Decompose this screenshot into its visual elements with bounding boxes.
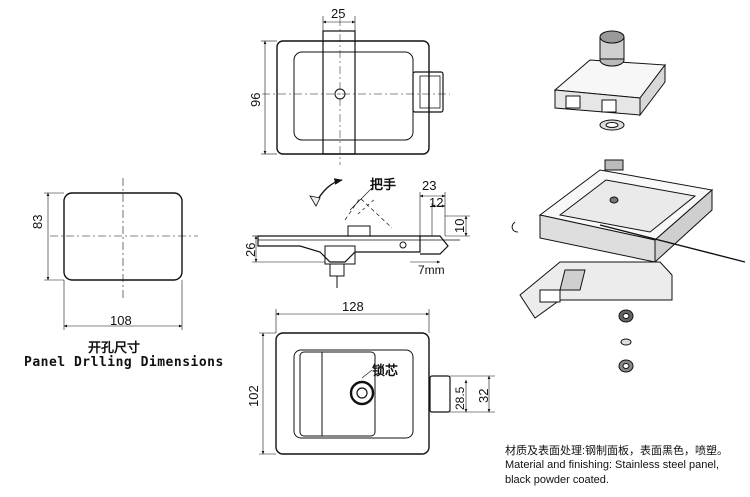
dim-23-label: 23 [422,178,437,193]
material-note-cn: 材质及表面处理:钢制面板，表面黑色，喷塑。 [505,445,729,457]
panel-drilling-drawing [44,178,198,330]
top-height-label: 96 [248,92,263,107]
front-width-label: 128 [342,299,364,314]
dim-26-label: 26 [243,242,258,257]
dim-32-label: 32 [476,388,491,403]
top-view-drawing [261,16,450,165]
isometric-housing-drawing [553,30,666,131]
dim-12-label: 12 [429,195,444,210]
side-view-drawing [252,178,470,288]
front-height-label: 102 [246,385,261,407]
lock-core-label: 锁芯 [372,363,399,378]
front-view-outer [275,332,430,455]
panel-title-cn: 开孔尺寸 [88,340,141,355]
material-note-en-2: black powder coated. [505,474,609,486]
lock-core-circle [349,380,375,406]
handle-label: 把手 [370,177,397,192]
dim-7mm-label: 7mm [418,263,445,277]
front-view-drawing [259,309,495,455]
panel-title-en: Panel Drlling Dimensions [24,355,224,370]
exploded-assembly-drawing [511,159,746,373]
top-view-outer [276,40,430,155]
panel-width-label: 108 [110,313,132,328]
top-width-label: 25 [331,6,346,21]
dim-28-5-label: 28.5 [453,386,467,410]
dim-10-label: 10 [452,218,467,233]
panel-height-label: 83 [30,214,45,229]
material-note-en-1: Material and finishing: Stainless steel … [505,459,720,471]
